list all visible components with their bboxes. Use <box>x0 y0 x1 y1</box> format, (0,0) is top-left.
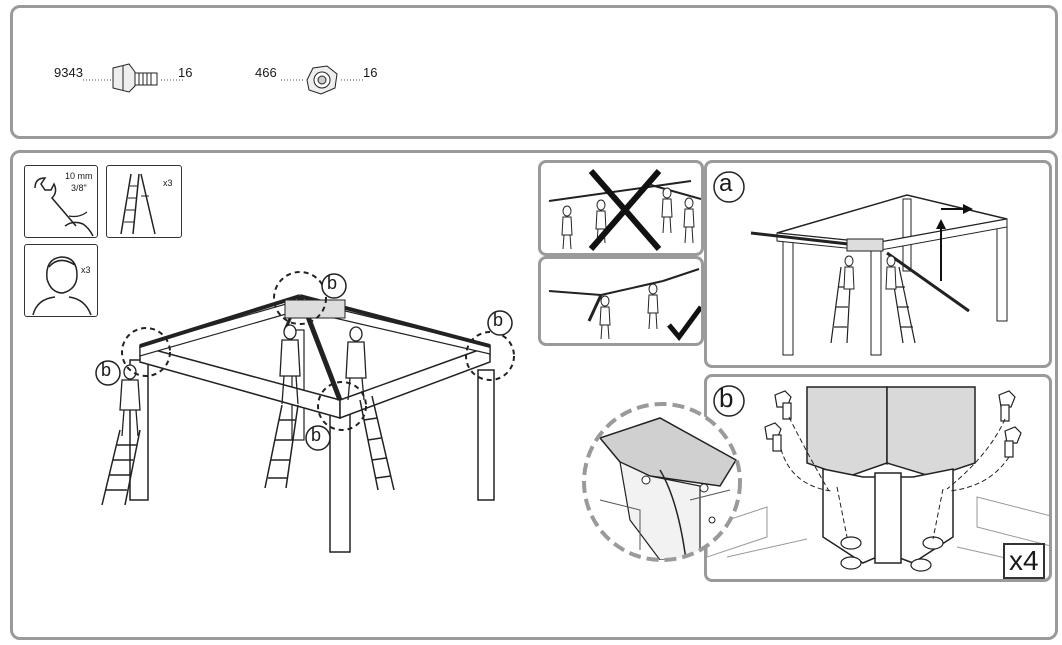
callout-b-right: b <box>493 310 504 330</box>
person-tool-box: x3 <box>24 244 98 317</box>
part-9343-qty: 16 <box>178 65 193 80</box>
detail-b-panel: b x4 <box>704 374 1052 582</box>
person-qty: x3 <box>81 265 91 275</box>
ladder-qty: x3 <box>163 178 173 188</box>
part-466-qty: 16 <box>363 65 378 80</box>
wrong-method-panel <box>538 160 704 256</box>
nut-icon <box>281 65 363 95</box>
quantity-multiplier: x4 <box>1003 543 1045 579</box>
part-466-code: 466 <box>255 65 277 80</box>
part-9343-code: 9343 <box>54 65 83 80</box>
wrench-size-in: 3/8" <box>71 183 87 193</box>
detail-a-drawing <box>713 171 1008 356</box>
ladder-tool-box: x3 <box>106 165 182 238</box>
person-icon <box>32 256 92 316</box>
ladder-icon <box>120 173 156 235</box>
parts-panel: 9343 16 466 16 <box>10 5 1058 139</box>
detail-b-drawing <box>707 385 1049 572</box>
callout-b-detail: b <box>719 383 734 413</box>
callout-b-left: b <box>101 360 112 380</box>
wrong-method-drawing <box>548 169 701 251</box>
wrench-size-mm: 10 mm <box>65 171 93 181</box>
detail-a-panel: a <box>704 160 1052 368</box>
correct-method-drawing <box>548 268 701 342</box>
bolt-icon <box>83 63 183 93</box>
correct-method-panel <box>538 256 704 346</box>
callout-a: a <box>719 170 733 197</box>
callout-b-top: b <box>327 273 338 293</box>
wrench-tool-box: 10 mm 3/8" <box>24 165 98 238</box>
callout-b-front: b <box>311 425 322 445</box>
wrench-icon <box>34 177 94 237</box>
